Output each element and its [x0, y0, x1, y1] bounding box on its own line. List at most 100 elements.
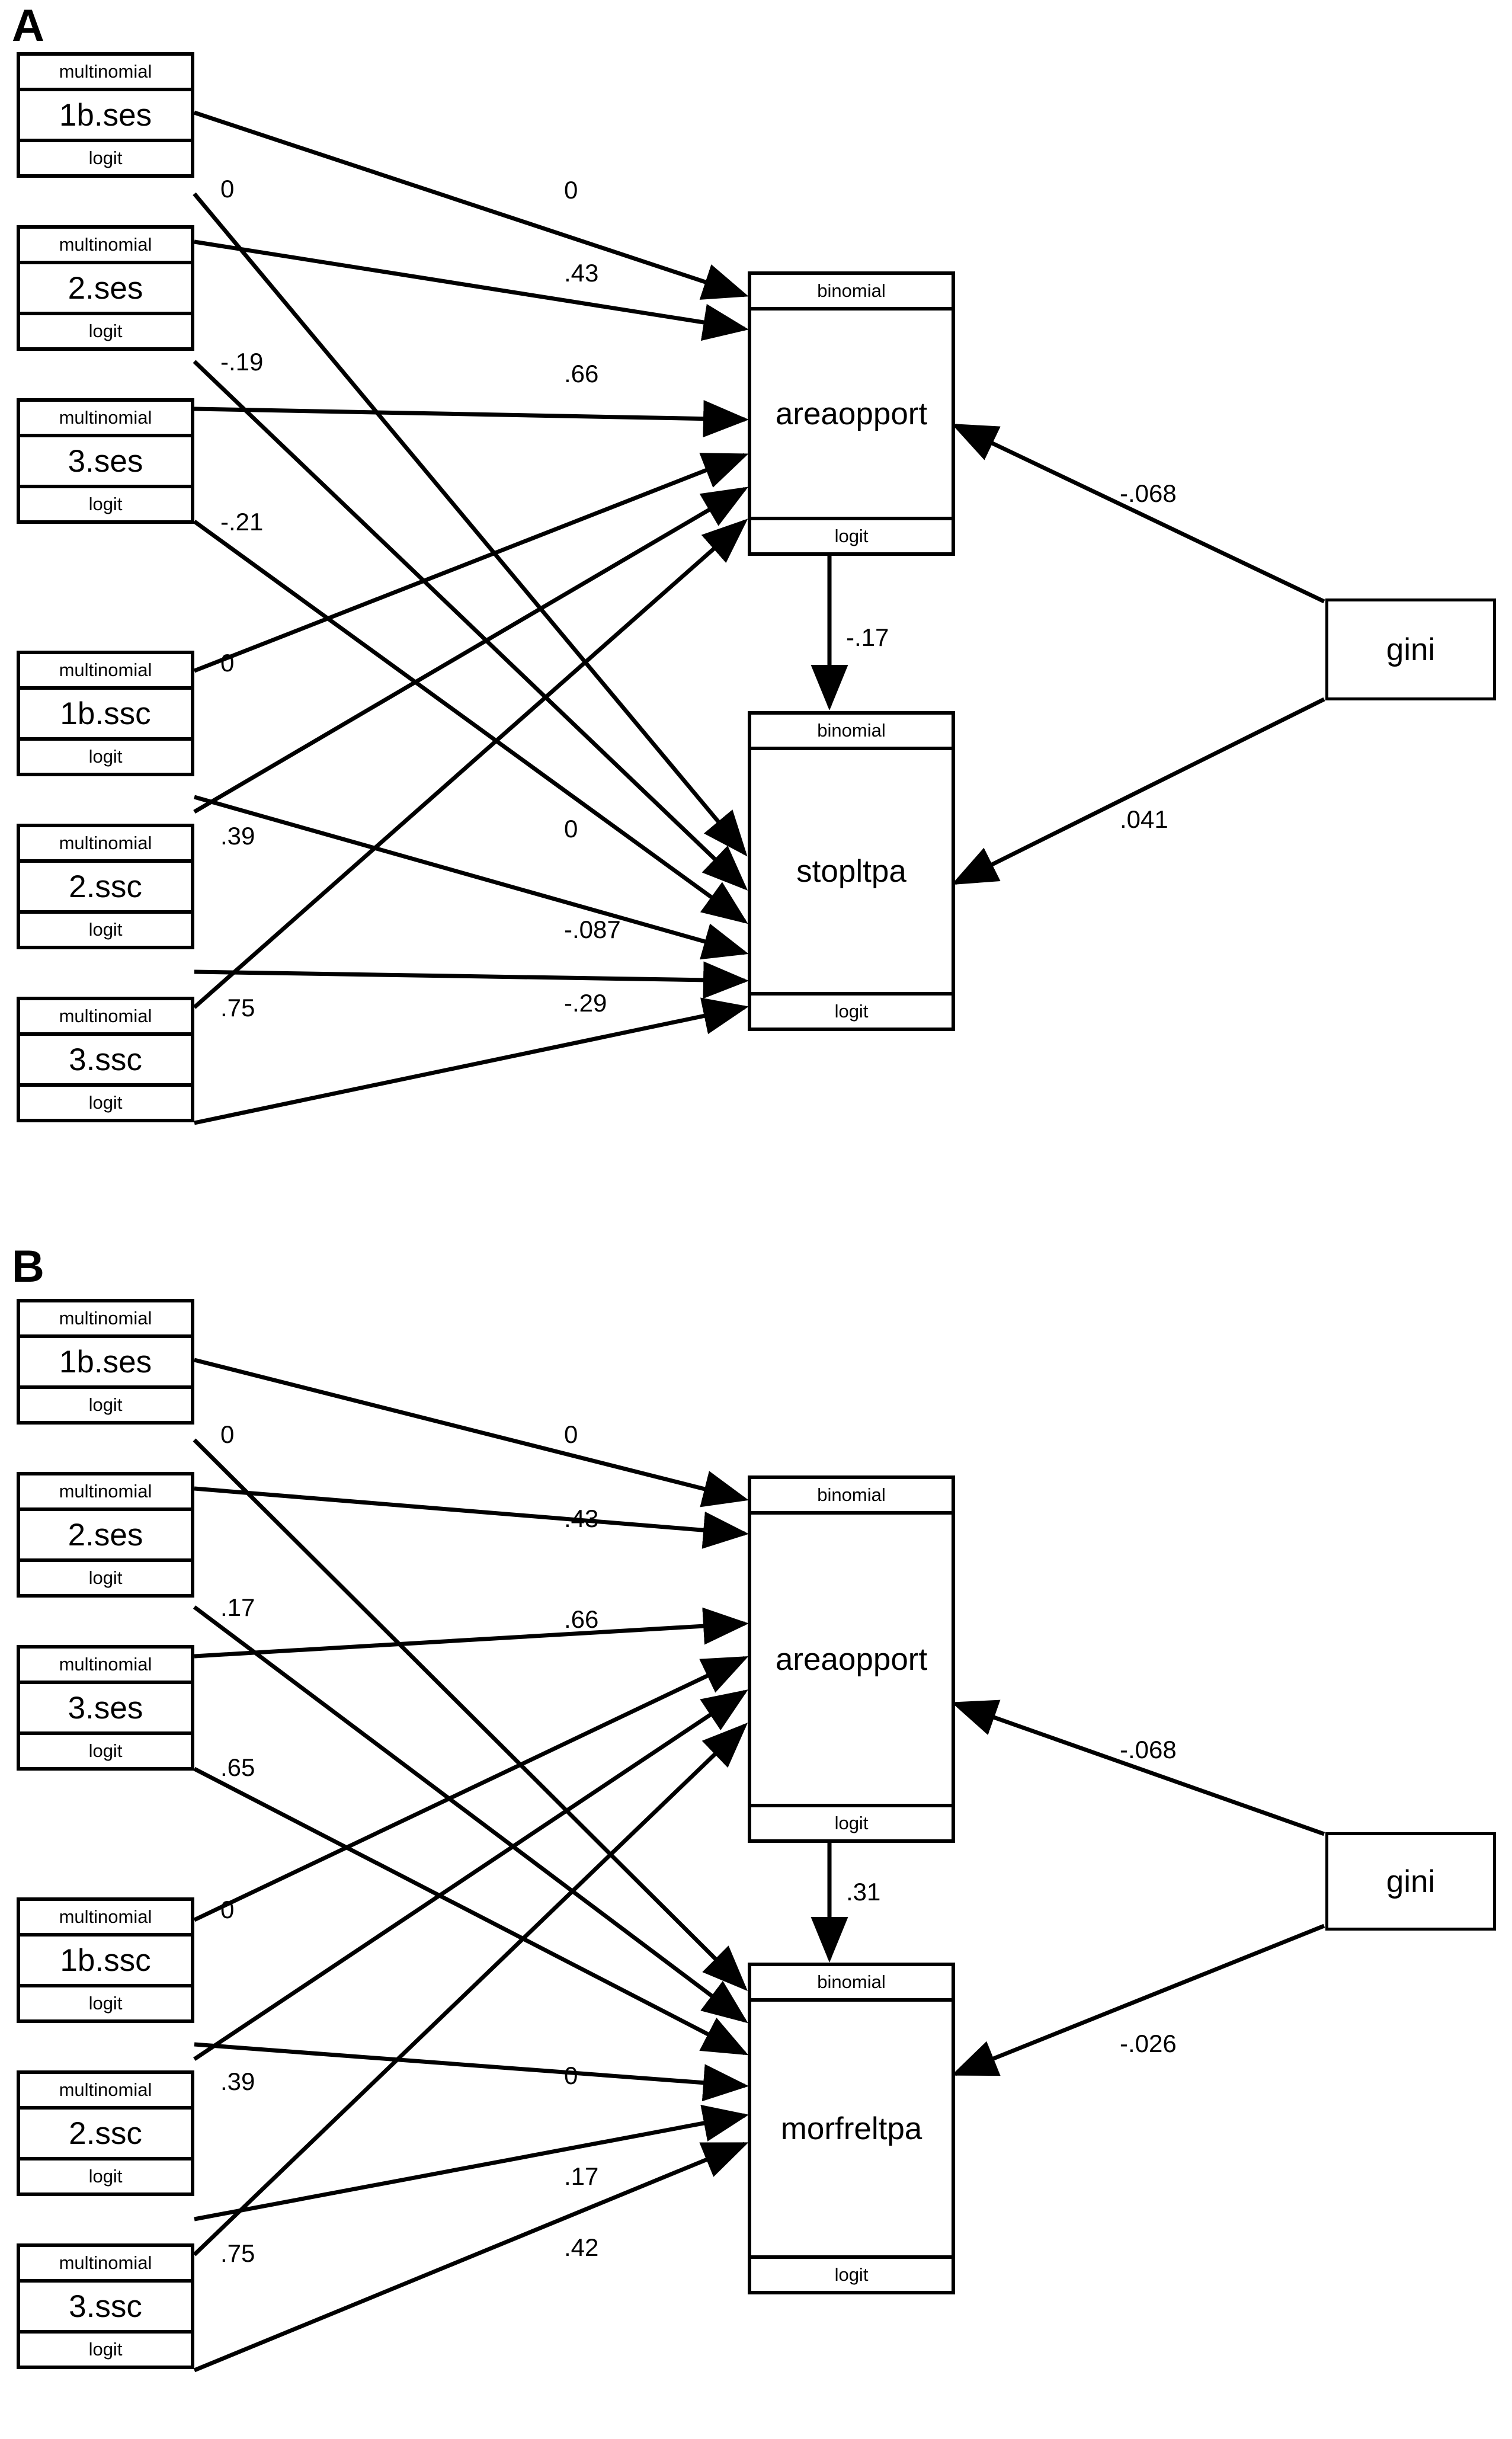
edge-ssc3-areaopport-a	[193, 518, 748, 1009]
node-variable-label: areaopport	[751, 311, 952, 517]
edge-ses1-stopltpa-a	[193, 192, 748, 857]
node-2-ssc-b[interactable]: multinomial 2.ssc logit	[17, 2070, 194, 2196]
node-link-label: logit	[20, 2157, 191, 2192]
edge-ses3-morfreltpa-b	[193, 1766, 749, 2056]
edge-label-ses3-morfreltpa-b: .65	[220, 1753, 255, 1781]
edge-label-ssc2-stopltpa-a: -.087	[564, 916, 621, 943]
node-variable-label: 1b.ses	[20, 1338, 191, 1385]
edge-label-ssc2-areaopport-a: .39	[220, 822, 255, 850]
edge-label-ssc1-areaopport-a: 0	[220, 649, 235, 677]
node-variable-label: 2.ssc	[20, 2110, 191, 2157]
node-areaopport-b[interactable]: binomial areaopport logit	[748, 1475, 955, 1843]
edge-label-ses2-stopltpa-a: -.19	[220, 348, 264, 376]
node-variable-label: 3.ses	[20, 437, 191, 485]
node-link-label: logit	[751, 2255, 952, 2291]
node-variable-label: 2.ses	[20, 1511, 191, 1558]
node-2-ses-b[interactable]: multinomial 2.ses logit	[17, 1472, 194, 1598]
node-distribution-label: multinomial	[20, 1901, 191, 1937]
edge-label-ses3-areaopport-a: .66	[564, 360, 599, 388]
node-variable-label: stopltpa	[751, 750, 952, 992]
node-distribution-label: binomial	[751, 1966, 952, 2002]
node-3-ssc-b[interactable]: multinomial 3.ssc logit	[17, 2243, 194, 2369]
node-link-label: logit	[20, 910, 191, 946]
edge-ssc3-stopltpa-a	[194, 997, 749, 1125]
node-link-label: logit	[20, 1083, 191, 1119]
node-distribution-label: multinomial	[20, 229, 191, 264]
node-link-label: logit	[20, 139, 191, 174]
edge-ses1-areaopport-a	[193, 110, 749, 300]
node-distribution-label: binomial	[751, 275, 952, 311]
edge-gini-stopltpa-a	[951, 697, 1325, 885]
node-link-label: logit	[20, 485, 191, 520]
edge-ssc1-morfreltpa-b	[194, 2042, 749, 2102]
node-1b-ses-b[interactable]: multinomial 1b.ses logit	[17, 1299, 194, 1425]
node-link-label: logit	[751, 1804, 952, 1839]
node-distribution-label: multinomial	[20, 1000, 191, 1036]
node-gini-a[interactable]: gini	[1325, 598, 1496, 700]
edge-label-ses2-morfreltpa-b: .17	[220, 1593, 255, 1621]
edge-label-ssc1-stopltpa-a: 0	[564, 815, 578, 843]
node-variable-label: morfreltpa	[751, 2002, 952, 2255]
edge-ssc3-morfreltpa-b	[193, 2142, 749, 2373]
edge-ssc1-stopltpa-a	[194, 795, 749, 960]
edge-label-ses1-stopltpa-a: 0	[220, 175, 235, 203]
node-gini-b[interactable]: gini	[1325, 1832, 1496, 1931]
node-link-label: logit	[20, 1731, 191, 1767]
node-variable-label: 3.ssc	[20, 1036, 191, 1083]
edge-ses3-stopltpa-a	[193, 520, 748, 924]
node-3-ses-a[interactable]: multinomial 3.ses logit	[17, 398, 194, 524]
edge-label-ssc2-areaopport-b: .39	[220, 2067, 255, 2095]
node-1b-ses-a[interactable]: multinomial 1b.ses logit	[17, 52, 194, 178]
node-1b-ssc-a[interactable]: multinomial 1b.ssc logit	[17, 651, 194, 776]
edge-ssc2-morfreltpa-b	[194, 2105, 749, 2222]
node-2-ses-a[interactable]: multinomial 2.ses logit	[17, 225, 194, 351]
edge-ssc2-areaopport-b	[193, 1689, 748, 2061]
edge-label-ssc3-areaopport-a: .75	[220, 994, 255, 1022]
panel-letter-a: A	[12, 1, 44, 51]
node-areaopport-a[interactable]: binomial areaopport logit	[748, 271, 955, 556]
node-link-label: logit	[751, 992, 952, 1028]
edge-label-gini-areaopport-b: -.068	[1120, 1736, 1177, 1763]
edge-ssc1-areaopport-b	[193, 1656, 749, 1922]
edge-label-areaopport-morfreltpa-b: .31	[846, 1878, 881, 1906]
node-3-ses-b[interactable]: multinomial 3.ses logit	[17, 1645, 194, 1771]
node-distribution-label: multinomial	[20, 1649, 191, 1684]
node-1b-ssc-b[interactable]: multinomial 1b.ssc logit	[17, 1897, 194, 2023]
edge-ses2-areaopport-b	[194, 1486, 749, 1549]
node-distribution-label: multinomial	[20, 2247, 191, 2283]
edge-ses3-areaopport-b	[194, 1607, 749, 1659]
node-2-ssc-a[interactable]: multinomial 2.ssc logit	[17, 824, 194, 949]
edge-label-gini-stopltpa-a: .041	[1120, 805, 1168, 833]
panel-letter-b: B	[12, 1241, 44, 1292]
node-morfreltpa-b[interactable]: binomial morfreltpa logit	[748, 1963, 955, 2294]
node-distribution-label: multinomial	[20, 2074, 191, 2110]
edge-label-gini-morfreltpa-b: -.026	[1120, 2030, 1177, 2057]
edge-label-ses2-areaopport-a: .43	[564, 259, 599, 287]
edge-ses2-stopltpa-a	[193, 360, 748, 891]
edge-label-ssc1-areaopport-b: 0	[220, 1896, 235, 1923]
node-link-label: logit	[20, 312, 191, 347]
edge-ses3-areaopport-a	[194, 400, 749, 438]
edge-label-ses2-areaopport-b: .43	[564, 1505, 599, 1532]
node-variable-label: 3.ses	[20, 1684, 191, 1731]
edge-ses2-areaopport-a	[194, 239, 749, 341]
edge-ses1-morfreltpa-b	[193, 1438, 748, 1991]
edge-ssc2-areaopport-a	[193, 486, 749, 814]
edge-ses1-areaopport-b	[194, 1358, 749, 1507]
node-stopltpa-a[interactable]: binomial stopltpa logit	[748, 711, 955, 1031]
edge-ssc1-areaopport-a	[193, 453, 749, 673]
node-link-label: logit	[20, 737, 191, 773]
edge-label-areaopport-stopltpa-a: -.17	[846, 623, 889, 651]
edge-gini-areaopport-b	[951, 1699, 1325, 1836]
node-variable-label: 1b.ssc	[20, 1937, 191, 1984]
node-3-ssc-a[interactable]: multinomial 3.ssc logit	[17, 997, 194, 1122]
node-variable-label: areaopport	[751, 1515, 952, 1804]
node-distribution-label: binomial	[751, 715, 952, 750]
node-distribution-label: multinomial	[20, 1302, 191, 1338]
node-link-label: logit	[20, 2330, 191, 2366]
edge-label-ses3-stopltpa-a: -.21	[220, 508, 264, 536]
edge-ssc2-stopltpa-a	[194, 961, 749, 999]
node-link-label: logit	[20, 1558, 191, 1594]
